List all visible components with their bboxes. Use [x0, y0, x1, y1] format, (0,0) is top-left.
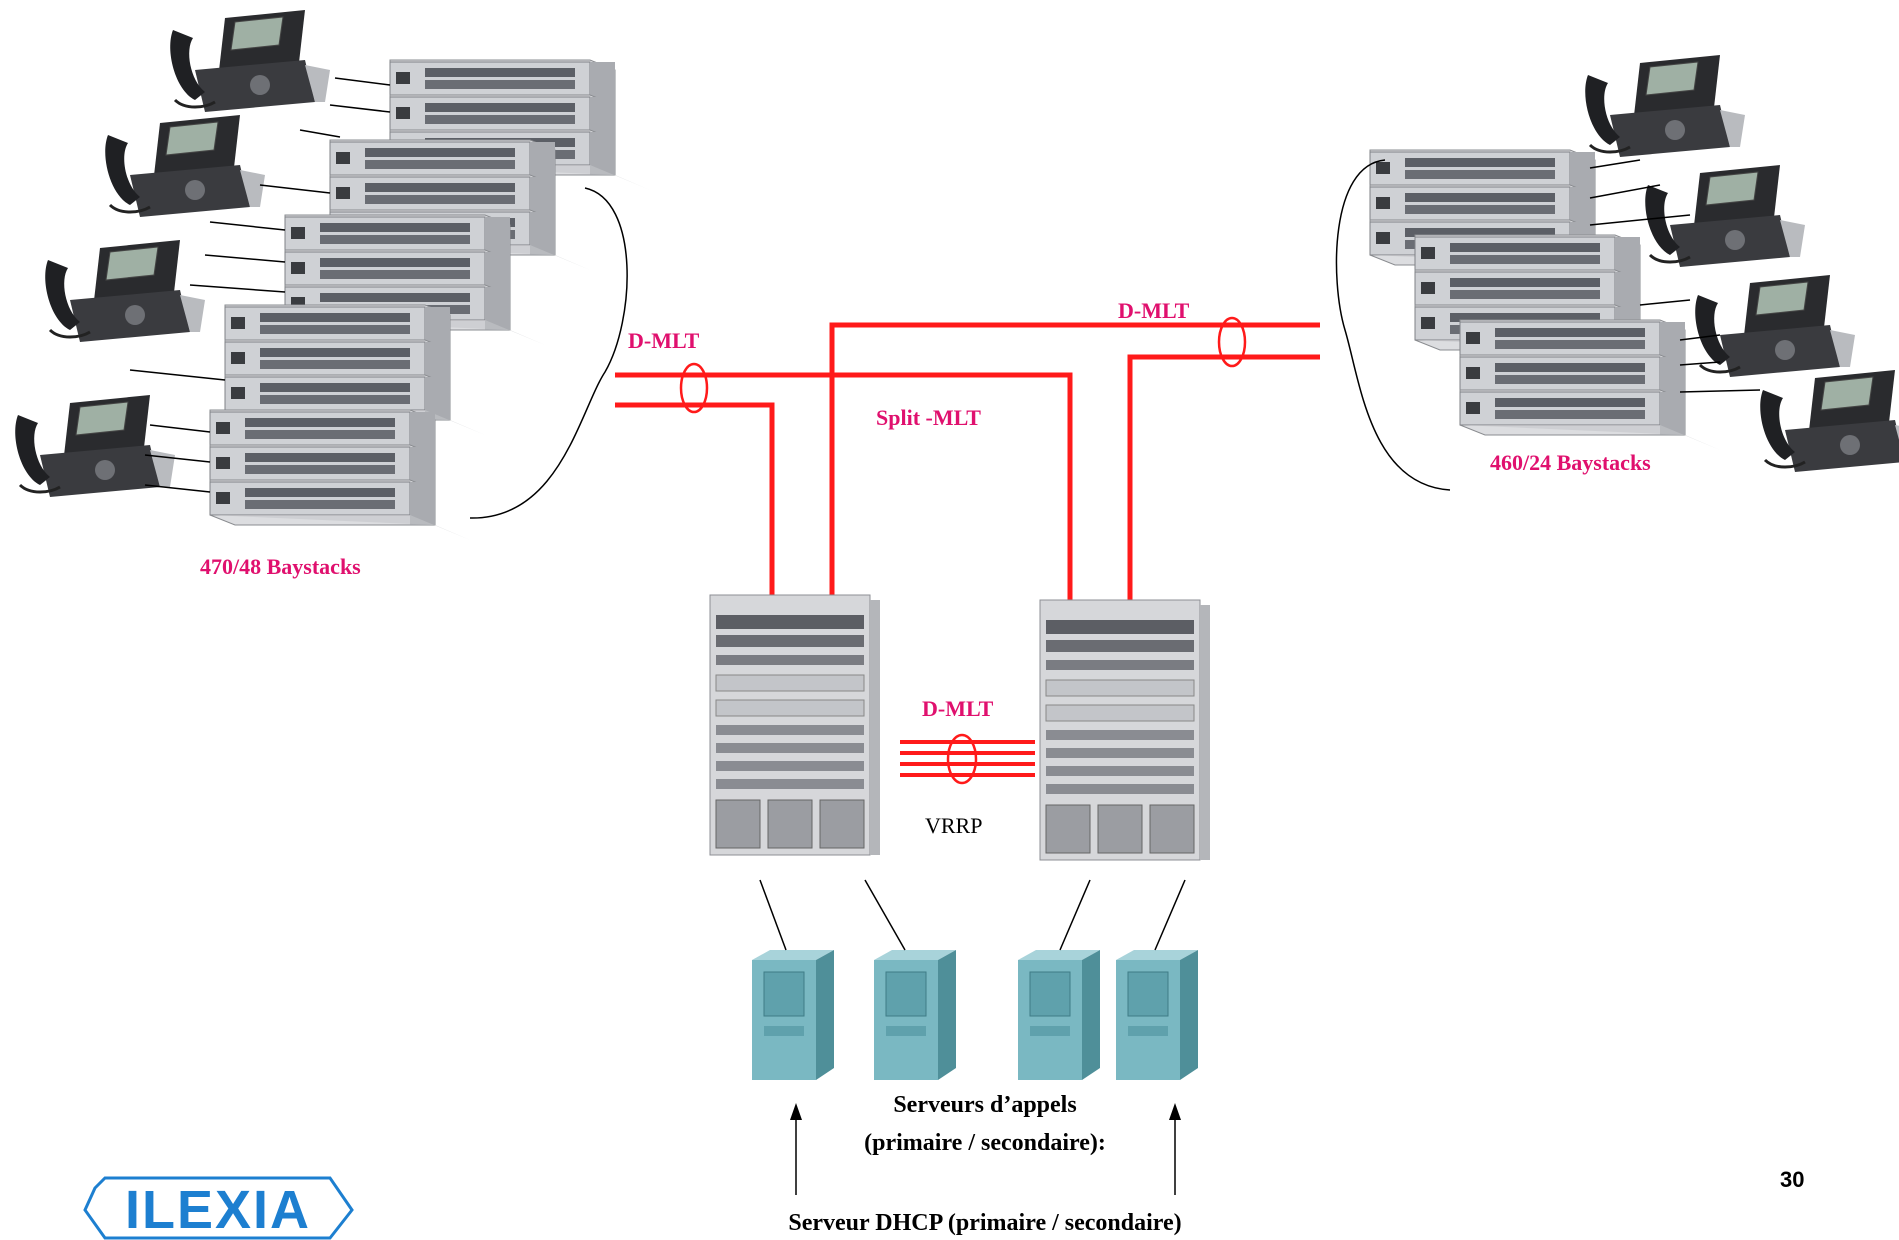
- ip-phone-icon: [168, 8, 332, 114]
- split-mlt-links: [615, 322, 1320, 615]
- ip-phone-icon: [1583, 53, 1747, 159]
- vrrp-label: VRRP: [925, 813, 982, 838]
- ip-phone-icon: [1758, 368, 1899, 474]
- dhcp-server-label: Serveur DHCP (primaire / secondaire): [788, 1210, 1181, 1236]
- page-number: 30: [1780, 1167, 1804, 1192]
- arrowhead-icon: [1169, 1103, 1181, 1120]
- inter-switch-links: [900, 740, 1035, 777]
- dmlt-center-label: D-MLT: [922, 696, 994, 721]
- arrowhead-icon: [790, 1103, 802, 1120]
- baystacks-right-label: 460/24 Baystacks: [1490, 450, 1651, 475]
- tower-server-icon: [1017, 949, 1101, 1081]
- right-stack-brace: [1335, 159, 1451, 491]
- dmlt-left-label: D-MLT: [628, 328, 700, 353]
- baystacks-left-label: 470/48 Baystacks: [200, 554, 361, 579]
- chassis-switch-icon: [709, 594, 881, 856]
- ip-phone-icon: [13, 393, 177, 499]
- baystack-switch-icon: [210, 410, 470, 540]
- call-servers-label-line2: (primaire / secondaire):: [864, 1130, 1106, 1156]
- dmlt-left-marker: [679, 362, 709, 414]
- call-servers-label-line1: Serveurs d’appels: [893, 1092, 1076, 1118]
- tower-server-icon: [1115, 949, 1199, 1081]
- dmlt-center-marker: [946, 733, 978, 785]
- dmlt-right-marker: [1217, 316, 1247, 368]
- left-stack-brace: [469, 187, 628, 519]
- ip-phone-icon: [1643, 163, 1807, 269]
- phone-cables-right: [1589, 159, 1761, 393]
- phone-cables-left: [129, 77, 391, 493]
- ip-phone-icon: [43, 238, 207, 344]
- tower-server-icon: [751, 949, 835, 1081]
- ilexia-logo: ILEXIA: [83, 1176, 354, 1240]
- dhcp-arrows: [795, 1115, 1176, 1195]
- tower-server-icon: [873, 949, 957, 1081]
- server-cables: [759, 879, 1186, 951]
- ip-phone-icon: [103, 113, 267, 219]
- split-mlt-label: Split -MLT: [876, 405, 981, 430]
- logo-text: ILEXIA: [125, 1180, 311, 1240]
- dmlt-right-label: D-MLT: [1118, 298, 1190, 323]
- chassis-switch-icon: [1039, 599, 1211, 861]
